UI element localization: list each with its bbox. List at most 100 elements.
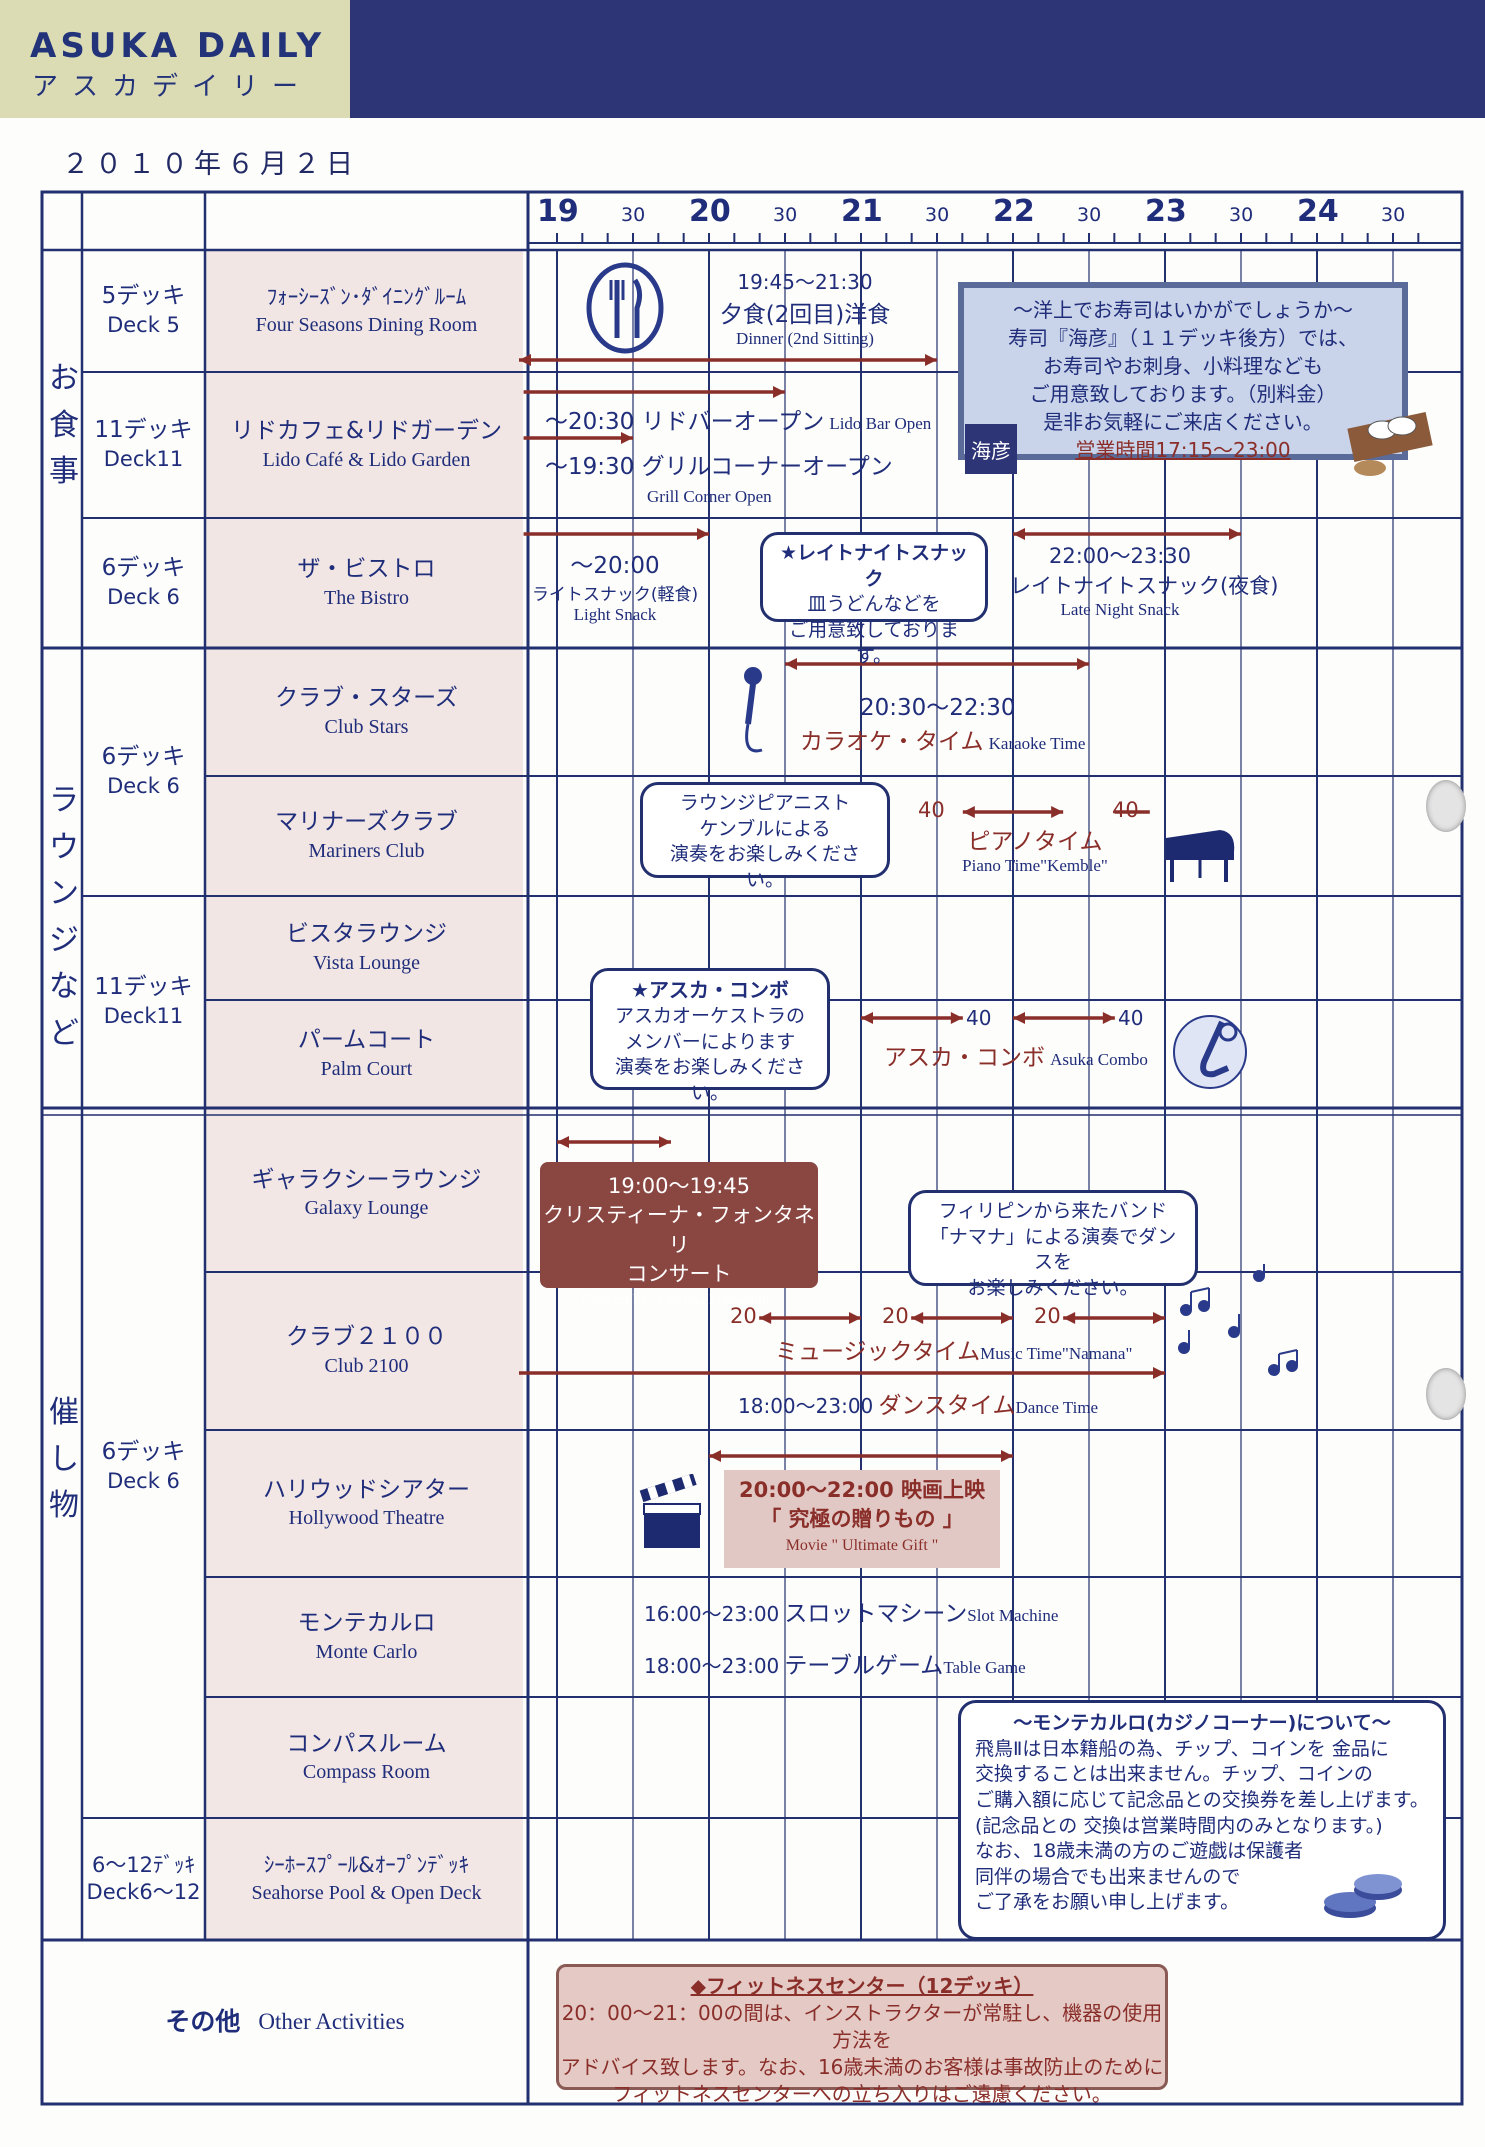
section-char: し [49,1441,79,1477]
arrow-head [962,806,975,818]
event-en: Dinner (2nd Sitting) [736,329,874,348]
masthead-subtitle: アスカデイリー [32,72,313,102]
umihiko-logo: 海彦 [965,424,1017,474]
venue-mariners: マリナーズクラブ Mariners Club [205,776,528,896]
bubble-line: 「ナマナ」による演奏でダンスを [929,1225,1177,1274]
venue-en: Monte Carlo [315,1640,418,1663]
arrow-head [1001,1450,1013,1462]
bubble-line: アスカオーケストラの [614,1005,805,1027]
arrow-head [785,658,797,670]
venue-en: Galaxy Lounge [304,1197,429,1220]
deck-jp: 6～12ﾃﾞｯｷ [91,1852,196,1877]
arrow-head [557,1136,569,1148]
venue-hollywood: ハリウッドシアター Hollywood Theatre [205,1430,528,1577]
note-line: なお、18歳未満の方のご遊戯は保護者 [975,1840,1304,1863]
event-title: カラオケ・タイム [800,729,984,755]
venue-palm: パームコート Palm Court [205,1000,528,1108]
masthead-title: ASUKA DAILY [30,26,326,66]
event-en: Movie " Ultimate Gift " [785,1536,939,1554]
event-time: 19:00～19:45 [607,1174,751,1198]
section-char: 催 [49,1395,79,1430]
movie-box: 20:00～22:00 映画上映 「 究極の贈りもの 」 Movie " Ult… [724,1470,1000,1568]
saxophone-icon [1170,1010,1250,1094]
venue-jp: ビスタラウンジ [286,921,447,948]
event-en: Lido Bar Open [829,414,932,433]
deck-jp: 11デッキ [94,417,193,444]
bubble-line: 演奏をお楽しみください。 [669,843,860,891]
bubble-line: ご用意致しております。 [789,618,959,667]
hour-label: 19 [537,194,579,229]
event-title: アスカ・コンボ [884,1045,1045,1071]
bubble-line: ★アスカ・コンボ [631,978,789,1002]
venue-jp: モンテカルロ [297,1610,436,1637]
section-char: ジ [49,922,79,958]
event-time: 18:00～23:00 [644,1654,780,1678]
half-hour-label: 30 [621,204,646,226]
half-hour-label: 30 [1229,204,1254,226]
venue-bistro: ザ・ビストロ The Bistro [205,518,528,648]
event-piano: ピアノタイム Piano Time"Kemble" [950,822,1120,876]
event-en: Slot Machine [967,1606,1059,1625]
notice-line: ご用意致しております。（別料金） [1029,382,1337,406]
event-en: Concert by "Cristina Fontanelli" [581,1291,777,1308]
arrow-head [1001,1312,1013,1324]
event-title: ライトスナック(軽食) [531,585,699,605]
notice-line: 是非お気軽にご来店ください。 [1043,410,1323,434]
half-hour-label: 30 [1077,204,1102,226]
bubble-line: お楽しみください。 [967,1276,1139,1299]
event-en: Dance Time [1015,1398,1099,1417]
binder-hole [1426,1368,1466,1420]
sushi-plate-icon [1340,390,1440,480]
venue-en: Hollywood Theatre [288,1507,445,1530]
bubble-line: ラウンジピアニスト [679,792,851,814]
venue-en: Vista Lounge [312,951,421,974]
fitness-line: 20：00～21：00の間は、インストラクターが常駐し、機器の使用方法を [561,2001,1163,2052]
deck-5: 5デッキ Deck 5 [82,250,205,372]
venue-jp: パームコート [297,1027,436,1054]
event-title: ダンスタイム [878,1393,1016,1419]
piano-min-end: 40 [1112,798,1139,822]
notice-line: お寿司やお刺身、小料理なども [1043,354,1323,378]
section-char: な [49,969,79,1004]
event-en: Late Night Snack [1060,600,1180,619]
venue-jp: リドカフェ&リドガーデン [231,418,502,445]
event-time: ～20:00 [570,553,660,579]
arrow-head [519,354,531,366]
event-en: Piano Time"Kemble" [962,856,1108,875]
section-dining: お食事 [44,356,84,496]
arrow-head [925,354,937,366]
deck-6-lounge: 6デッキ Deck 6 [82,648,205,896]
arrow-head [911,1312,924,1324]
arrow-head [621,432,633,444]
hour-label: 22 [993,194,1035,229]
fitness-box: ◆フィットネスセンター（12デッキ） 20：00～21：00の間は、インストラク… [556,1964,1168,2106]
venue-monte-carlo: モンテカルロ Monte Carlo [205,1577,528,1697]
late-snack-bubble: ★レイトナイトスナック 皿うどんなどを ご用意致しております。 [760,532,988,667]
event-en: Asuka Combo [1050,1050,1148,1069]
combo-min-2: 40 [1118,1006,1144,1030]
notice-line: 寿司『海彦』（１１デッキ後方）では、 [1008,326,1358,350]
deck-6-12: 6～12ﾃﾞｯｷ Deck6～12 [82,1818,205,1940]
venue-en: Club Stars [324,715,409,738]
event-karaoke: 20:30～22:30 カラオケ・タイム Karaoke Time [800,688,1085,756]
event-title: ミュージックタイム [775,1339,981,1365]
venue-en: Palm Court [320,1057,413,1080]
bubble-line: メンバーによります [624,1030,796,1053]
section-char: ど [49,1015,79,1051]
note-line: ご購入額に応じて記念品との交換券を差し上げます。 [975,1788,1429,1811]
deck-jp: 6デッキ [101,1438,186,1465]
piano-bubble: ラウンジピアニスト ケンブルによる 演奏をお楽しみください。 [640,782,890,891]
piano-min-start: 40 [918,798,945,822]
event-time: 22:00～23:30 [1048,544,1192,568]
music-notes-icon [1164,1262,1314,1392]
venue-jp: クラブ・スターズ [275,685,458,712]
venue-lido: リドカフェ&リドガーデン Lido Café & Lido Garden [205,372,528,518]
fitness-line: アドバイス致します。なお、16歳未満のお客様は事故防止のために [560,2055,1164,2079]
arrow-head [1077,658,1089,670]
music-min-1: 20 [730,1304,757,1328]
event-en: Light Snack [573,605,657,624]
event-title: ～20:30 リドバーオープン [545,409,825,435]
clapperboard-icon [638,1474,706,1554]
venue-compass: コンパスルーム Compass Room [205,1697,528,1818]
arrow-head [1051,806,1064,818]
